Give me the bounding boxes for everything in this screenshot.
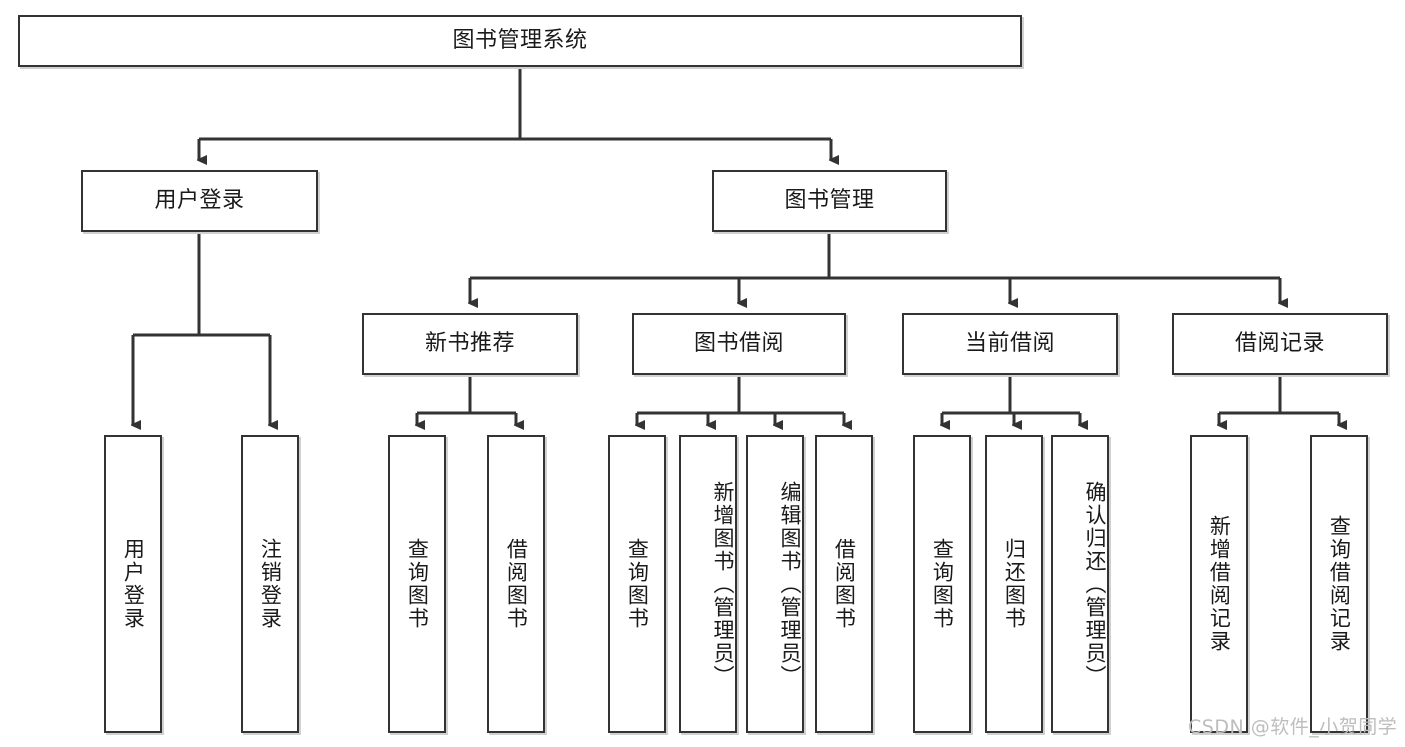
leaf-label: 用户登录 [121,538,146,630]
node-borrow-record[interactable]: 借阅记录 [1172,313,1388,375]
leaf-borrow-book[interactable]: 借阅图书 [815,435,873,733]
leaf-borrow-book-recommend[interactable]: 借阅图书 [487,435,545,733]
node-book-management[interactable]: 图书管理 [712,170,947,232]
node-current-borrow[interactable]: 当前借阅 [902,313,1118,375]
leaf-label: 查询图书 [930,538,955,630]
leaf-label: 注销登录 [258,538,283,630]
leaf-label: 编辑图书（管理员） [778,480,802,688]
leaf-confirm-return-admin[interactable]: 确认归还（管理员） [1051,435,1109,733]
node-root-label: 图书管理系统 [452,28,588,54]
leaf-add-book-admin[interactable]: 新增图书（管理员） [679,435,737,733]
node-user-login-label: 用户登录 [154,188,245,214]
leaf-label: 新增图书（管理员） [711,480,735,688]
node-current-borrow-label: 当前借阅 [964,331,1055,357]
node-root[interactable]: 图书管理系统 [18,15,1022,67]
leaf-label: 查询图书 [625,538,650,630]
leaf-label: 新增借阅记录 [1207,515,1232,653]
leaf-label: 查询借阅记录 [1327,515,1352,653]
leaf-add-borrow-record[interactable]: 新增借阅记录 [1190,435,1248,733]
node-new-book-recommend[interactable]: 新书推荐 [362,313,578,375]
leaf-return-book[interactable]: 归还图书 [985,435,1043,733]
leaf-query-book-current[interactable]: 查询图书 [913,435,971,733]
node-borrow-record-label: 借阅记录 [1234,331,1325,357]
leaf-label: 查询图书 [405,538,430,630]
leaf-label: 归还图书 [1002,538,1027,630]
leaf-logout[interactable]: 注销登录 [241,435,299,733]
node-book-borrow-label: 图书借阅 [693,331,784,357]
leaf-label: 借阅图书 [832,538,857,630]
leaf-query-book-borrow[interactable]: 查询图书 [608,435,666,733]
leaf-user-login[interactable]: 用户登录 [104,435,162,733]
leaf-label: 确认归还（管理员） [1083,480,1107,688]
leaf-query-book-recommend[interactable]: 查询图书 [388,435,446,733]
node-book-borrow[interactable]: 图书借阅 [632,313,846,375]
node-new-book-recommend-label: 新书推荐 [424,331,515,357]
leaf-label: 借阅图书 [504,538,529,630]
node-book-management-label: 图书管理 [784,188,875,214]
leaf-query-borrow-record[interactable]: 查询借阅记录 [1310,435,1368,733]
watermark: CSDN @软件_小贺同学 [1188,716,1398,738]
node-user-login[interactable]: 用户登录 [81,170,318,232]
leaf-edit-book-admin[interactable]: 编辑图书（管理员） [746,435,804,733]
